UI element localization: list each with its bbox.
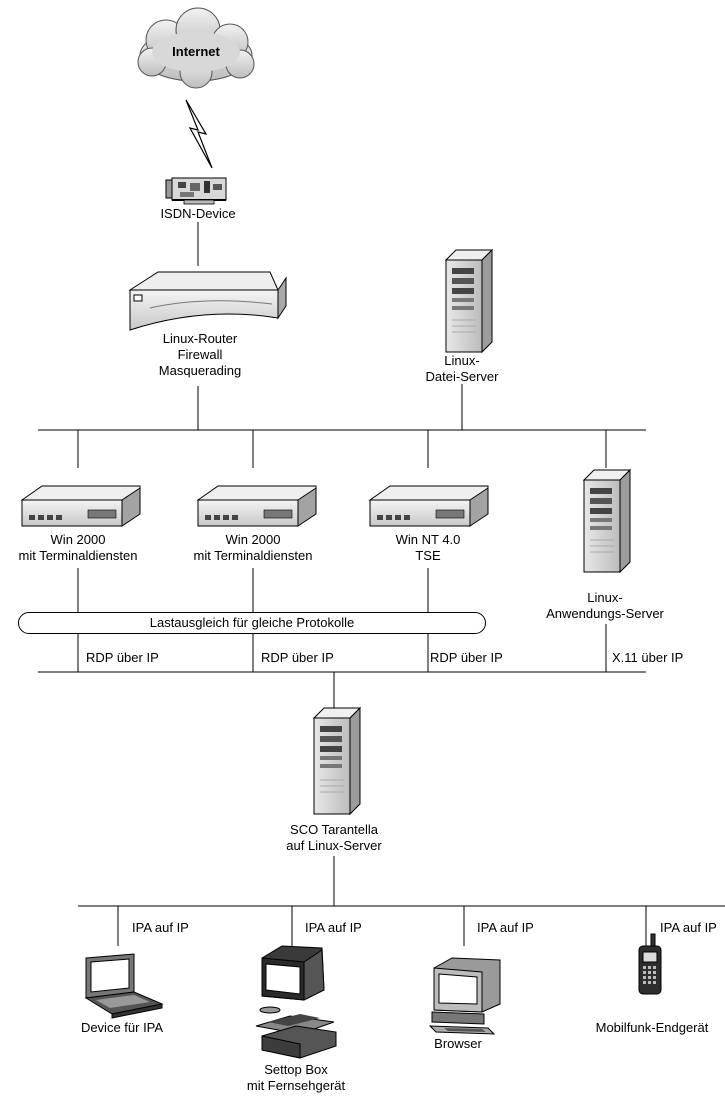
win2000b-line-1: Win 2000 <box>225 532 281 547</box>
client-protocol-label-4: IPA auf IP <box>660 920 717 935</box>
mobile-label: Mobilfunk-Endgerät <box>595 1020 709 1035</box>
client-protocol-label-2: IPA auf IP <box>305 920 362 935</box>
router-line-1: Linux-Router <box>162 331 238 346</box>
appserver-tower-icon <box>582 468 632 574</box>
internet-label: Internet <box>172 44 220 59</box>
load-balancing-bar: Lastausgleich für gleiche Protokolle <box>18 612 486 634</box>
laptop-icon <box>84 953 164 1019</box>
winnt-server-icon <box>368 485 489 527</box>
client-protocol-label-1: IPA auf IP <box>132 920 189 935</box>
tarantella-line-2: auf Linux-Server <box>286 838 382 853</box>
browser-pc-icon <box>428 957 501 1035</box>
router-icon <box>128 271 287 331</box>
win2000a-line-2: mit Terminaldiensten <box>18 548 138 563</box>
settop-label: Settop Box mit Fernsehgerät <box>236 1062 356 1094</box>
protocol-label-1: RDP über IP <box>86 650 159 665</box>
protocol-label-2: RDP über IP <box>261 650 334 665</box>
win2000b-server-icon <box>196 485 317 527</box>
tarantella-label: SCO Tarantella auf Linux-Server <box>264 822 404 854</box>
win2000b-line-2: mit Terminaldiensten <box>193 548 313 563</box>
router-label: Linux-Router Firewall Masquerading <box>130 331 270 379</box>
protocol-label-4: X.11 über IP <box>612 650 684 665</box>
settop-line-1: Settop Box <box>264 1062 328 1077</box>
fileserver-line-2: Datei-Server <box>425 369 499 384</box>
fileserver-line-1: Linux- <box>444 353 480 368</box>
win2000a-label: Win 2000 mit Terminaldiensten <box>8 532 148 564</box>
settop-line-2: mit Fernsehgerät <box>246 1078 346 1093</box>
winnt-line-2: TSE <box>415 548 441 563</box>
isdn-card-icon <box>165 177 227 205</box>
win2000a-server-icon <box>20 485 141 527</box>
fileserver-label: Linux- Datei-Server <box>402 353 522 385</box>
winnt-line-1: Win NT 4.0 <box>395 532 461 547</box>
appserver-label: Linux- Anwendungs-Server <box>530 590 680 622</box>
lightning-icon <box>185 99 213 169</box>
protocol-label-3: RDP über IP <box>430 650 503 665</box>
router-line-2: Firewall <box>177 347 223 362</box>
appserver-line-1: Linux- <box>587 590 623 605</box>
internet-cloud-icon <box>137 7 255 89</box>
connection-lines <box>38 222 725 946</box>
laptop-label: Device für IPA <box>80 1020 164 1035</box>
browser-label: Browser <box>434 1036 482 1051</box>
isdn-label: ISDN-Device <box>160 206 236 221</box>
router-line-3: Masquerading <box>158 363 242 378</box>
fileserver-tower-icon <box>444 248 494 354</box>
appserver-line-2: Anwendungs-Server <box>546 606 664 621</box>
win2000a-line-1: Win 2000 <box>50 532 106 547</box>
settop-tv-icon <box>255 945 337 1059</box>
tarantella-line-1: SCO Tarantella <box>290 822 378 837</box>
mobile-phone-icon <box>638 933 662 995</box>
winnt-label: Win NT 4.0 TSE <box>368 532 488 564</box>
tarantella-tower-icon <box>312 706 362 816</box>
win2000b-label: Win 2000 mit Terminaldiensten <box>183 532 323 564</box>
client-protocol-label-3: IPA auf IP <box>477 920 534 935</box>
